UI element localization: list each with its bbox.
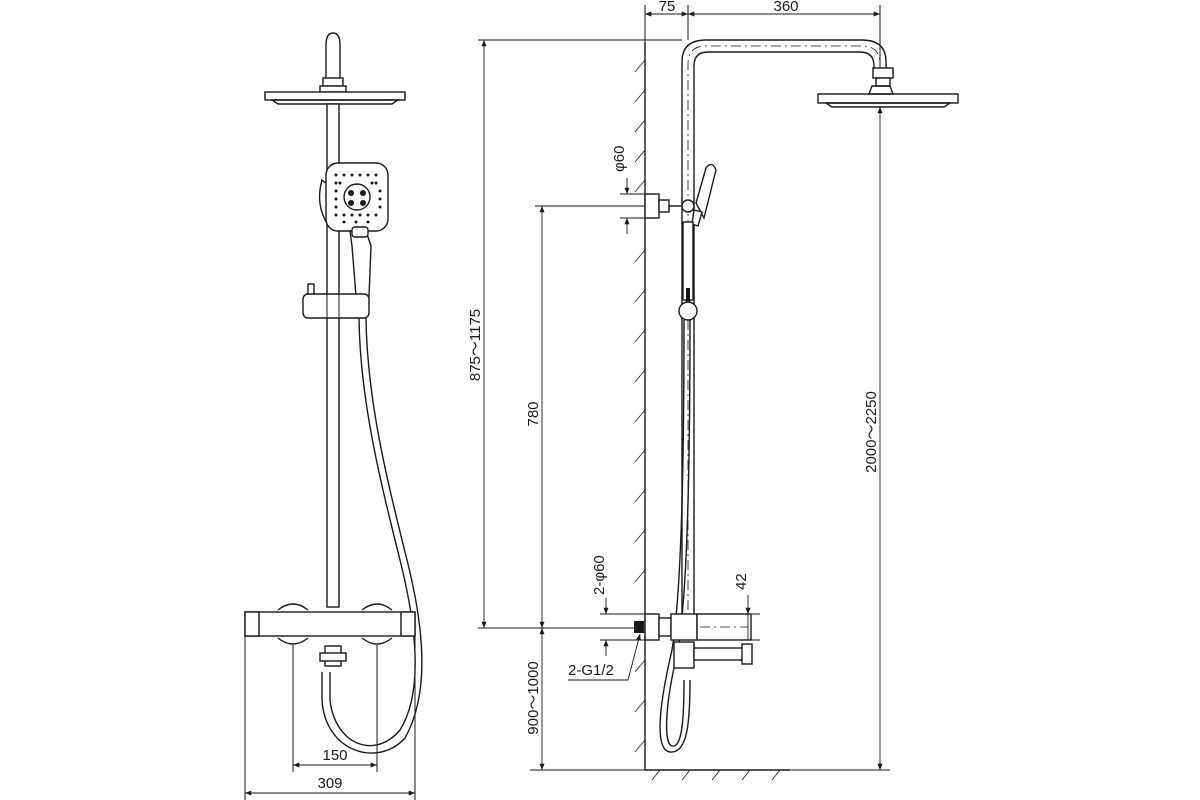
side-hose xyxy=(659,319,691,753)
dim-label-309: 309 xyxy=(317,775,342,792)
shower-hose xyxy=(329,317,416,747)
dim-label-42: 42 xyxy=(733,573,750,590)
side-view: 75 360 φ60 875～1175 780 2000～2250 2-φ60 … xyxy=(467,0,959,781)
dim-label-phi60: φ60 xyxy=(611,146,628,172)
wall-bracket-top xyxy=(644,193,660,219)
front-view: 150 309 xyxy=(244,32,423,800)
wall-hatch xyxy=(634,59,646,753)
g12-thread xyxy=(634,621,644,633)
dim-label-2-phi60: 2-φ60 xyxy=(591,555,608,595)
leader-2-g12 xyxy=(568,633,641,681)
dim-label-75: 75 xyxy=(659,0,676,15)
rain-shower-head xyxy=(264,91,406,101)
dim-label-780: 780 xyxy=(525,401,542,426)
thermostat-mixer xyxy=(244,611,416,637)
slide-holder xyxy=(302,293,370,319)
side-rain-head xyxy=(817,93,959,104)
dim-label-150: 150 xyxy=(322,747,347,764)
side-slider xyxy=(678,301,698,321)
floor-hatch xyxy=(651,769,781,781)
dim-label-2000-2250: 2000～2250 xyxy=(863,391,880,473)
side-arm-nut xyxy=(872,67,894,79)
side-inlet-bracket xyxy=(644,613,660,641)
dim-label-360: 360 xyxy=(773,0,798,15)
dim-label-875-1175: 875～1175 xyxy=(467,309,484,381)
side-mixer-body xyxy=(670,613,698,641)
hand-shower-nozzles xyxy=(334,173,382,224)
side-riser-outer xyxy=(681,39,887,618)
shower-arm-top xyxy=(325,32,341,80)
label-2-g12: 2-G1/2 xyxy=(568,662,614,679)
arm-nut xyxy=(322,77,344,87)
dim-label-900-1000: 900～1000 xyxy=(525,661,542,734)
hand-shower-handle xyxy=(349,230,372,297)
side-hand-shower-head xyxy=(695,163,717,220)
